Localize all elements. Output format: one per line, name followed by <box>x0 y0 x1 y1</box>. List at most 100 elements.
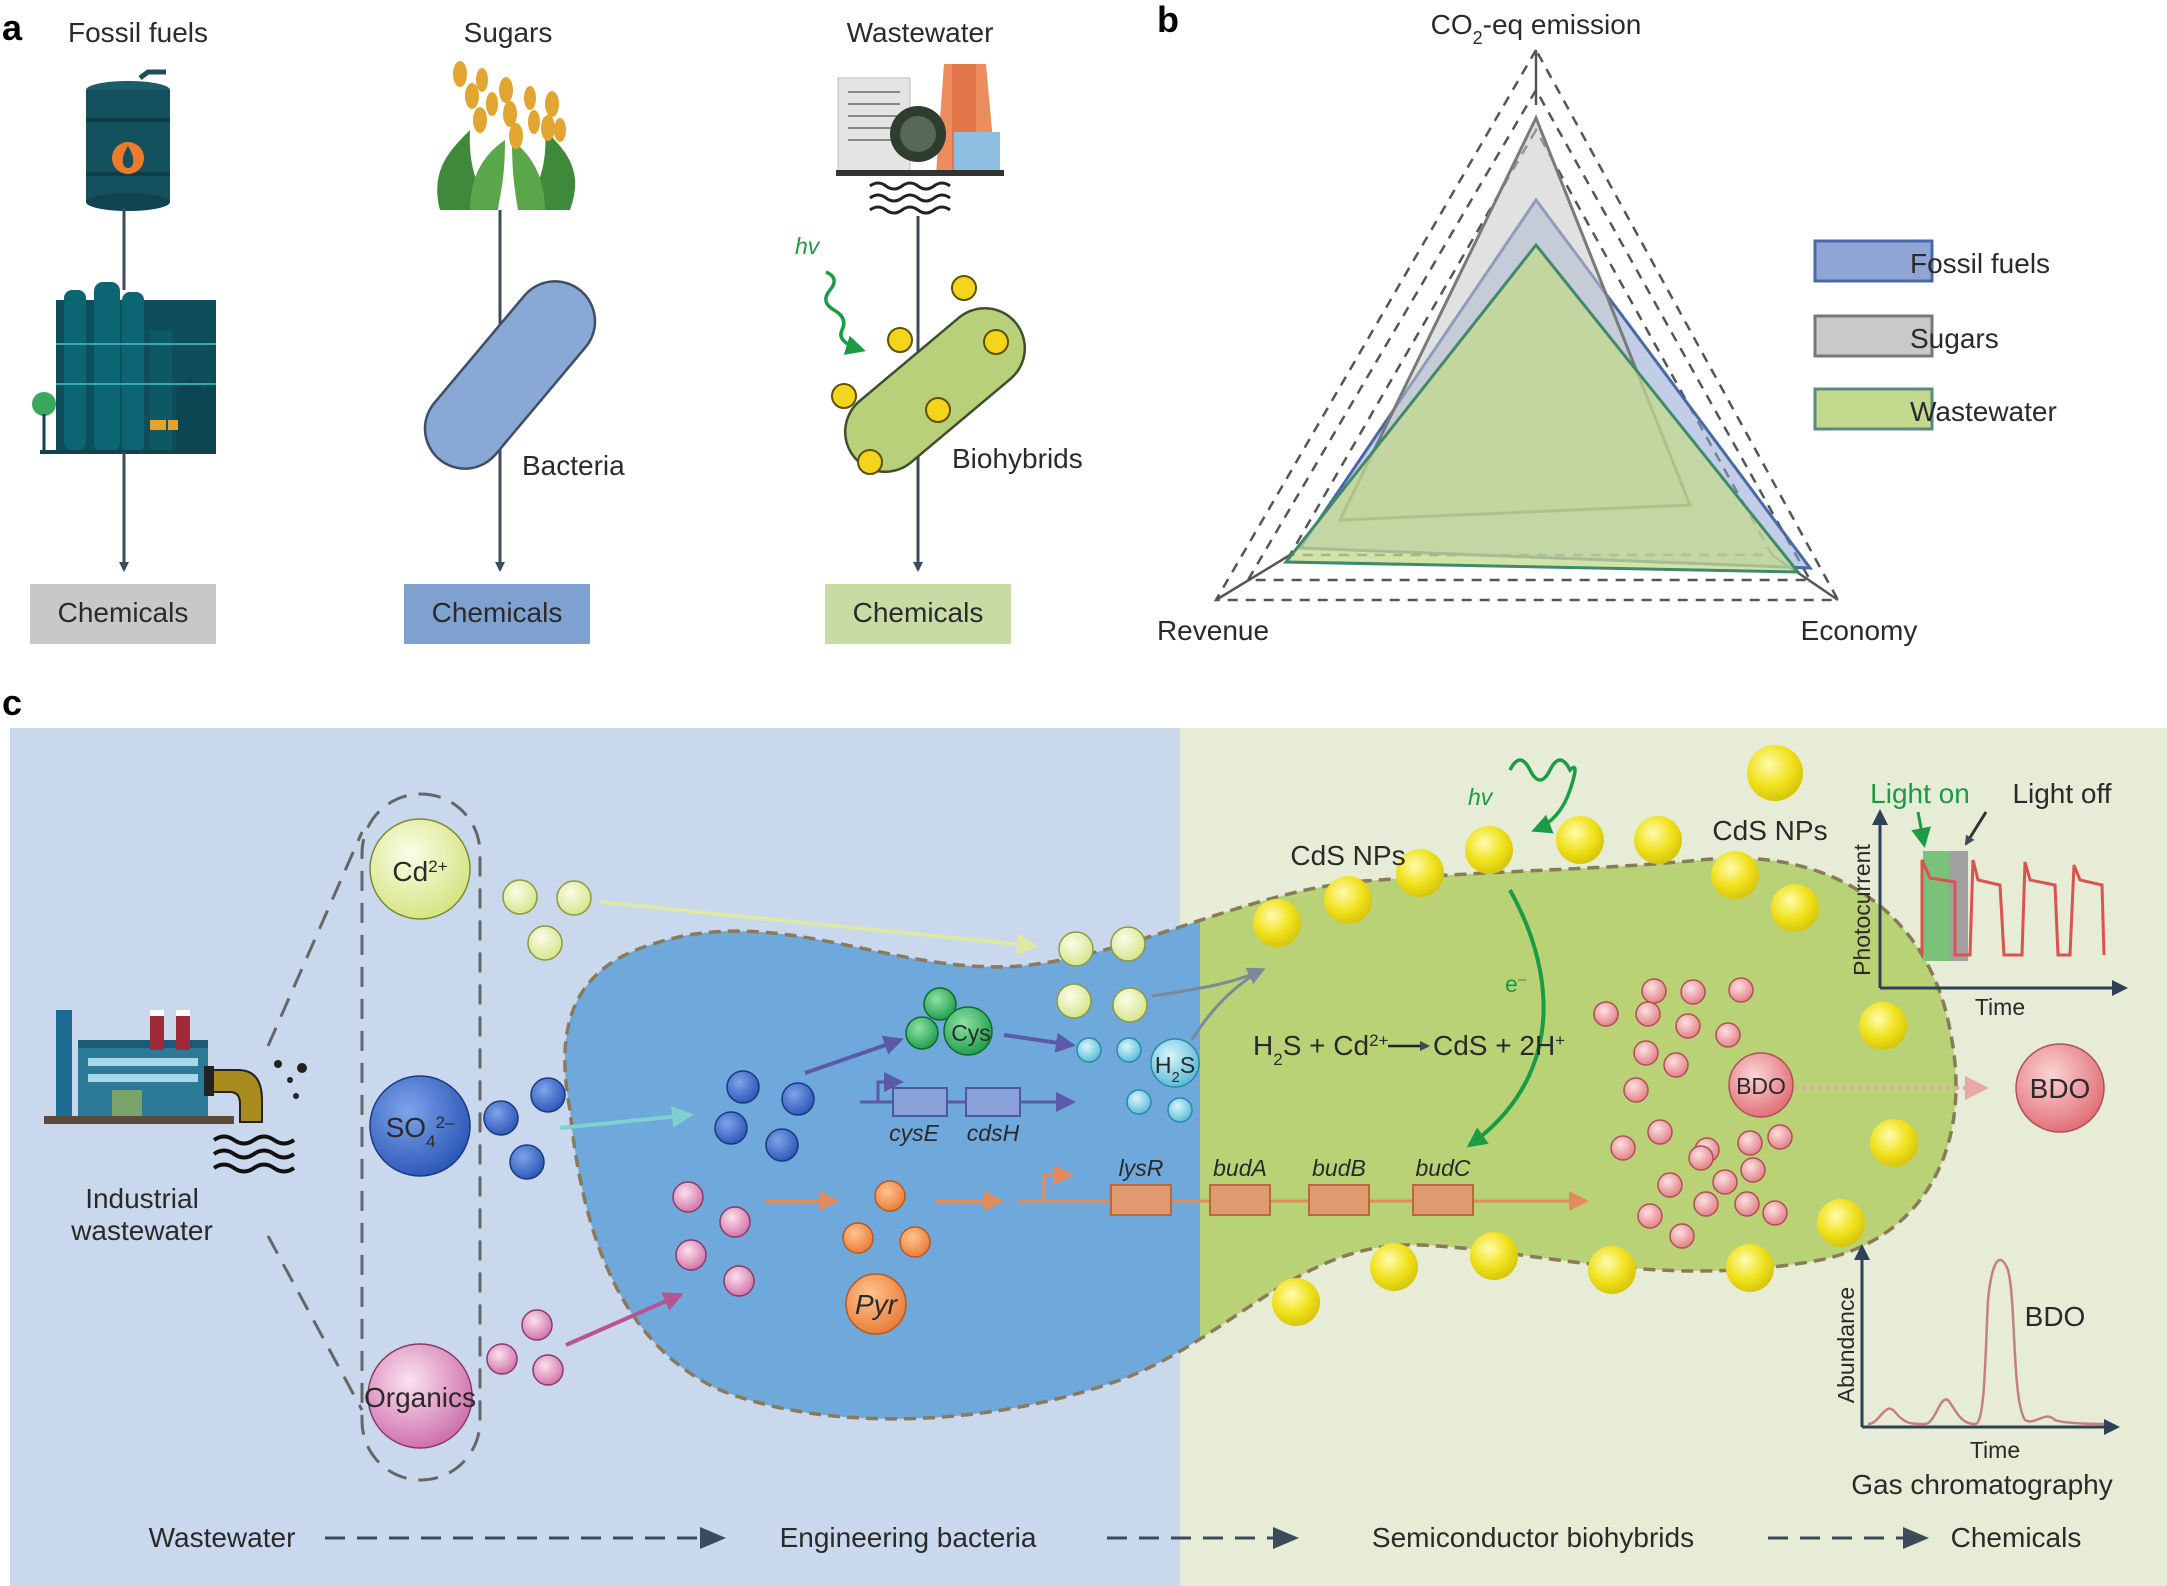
operon-cys <box>860 1072 1076 1117</box>
cys-label: Cys <box>951 1020 991 1046</box>
gene-cdsH: cdsH <box>967 1120 1020 1146</box>
light-off-label: Light off <box>2012 778 2111 809</box>
light-wave-a <box>824 270 866 355</box>
axis-label-economy: Economy <box>1801 615 1918 646</box>
header-wastewater: Wastewater <box>847 17 994 48</box>
flow-step-engineering-bacteria: Engineering bacteria <box>780 1522 1037 1553</box>
photocurrent-trace <box>1920 859 2106 957</box>
radar-series-wastewater <box>1282 242 1802 574</box>
cd-particles-outside <box>502 879 592 961</box>
light-on-pointer <box>1911 811 1931 848</box>
flow-step-chemicals: Chemicals <box>1951 1522 2082 1553</box>
column-fossil-fuels: Fossil fuels <box>30 17 216 644</box>
label-bacteria: Bacteria <box>522 450 625 481</box>
axis-label-top: CO2-eq emission <box>1431 9 1642 48</box>
h2s-to-cds-arrow <box>1190 968 1263 1041</box>
cd-uptake-arrow <box>599 900 1039 956</box>
factory-icon <box>44 1010 307 1174</box>
product-box-sugars <box>404 584 590 644</box>
cds-nanoparticles <box>1253 745 1918 1326</box>
photocurrent-inset: Photocurrent Time Light on Light off <box>1849 778 2128 1020</box>
organics-uptake-arrow <box>565 1292 684 1347</box>
legend-swatch-sugars <box>1813 314 1934 358</box>
h2s-cluster <box>1076 1037 1200 1123</box>
column-sugars: Sugars Bacteria Chemicals <box>404 17 625 644</box>
gene-cysE: cysE <box>889 1120 940 1146</box>
column-wastewater: Wastewater hv <box>795 17 1083 644</box>
bdo-particles <box>1593 977 1793 1249</box>
flow-step-wastewater: Wastewater <box>149 1522 296 1553</box>
bdo-outside-circle <box>2015 1043 2105 1133</box>
light-off-band <box>1949 851 1968 961</box>
cd-ion-circle <box>369 818 471 920</box>
light-on-label: Light on <box>1870 778 1970 809</box>
cys-to-h2s-arrow <box>1003 1032 1076 1053</box>
bdo-outside-label: BDO <box>2030 1073 2091 1104</box>
gc-xlabel: Time <box>1970 1437 2020 1463</box>
header-sugars: Sugars <box>464 17 553 48</box>
gc-inset: Abundance Time BDO Gas chromatography <box>1833 1244 2120 1500</box>
light-label-c: hv <box>1468 784 1494 810</box>
so4-particles-outside <box>483 1077 566 1180</box>
panel-c-letter: c <box>2 682 22 723</box>
label-biohybrids: Biohybrids <box>952 443 1083 474</box>
product-box-fossil-fuels <box>30 584 216 644</box>
gene-lysR: lysR <box>1119 1155 1164 1181</box>
organic-particles-outside <box>486 1309 564 1386</box>
gc-peak-label: BDO <box>2025 1301 2086 1332</box>
operon-bud <box>1018 1165 1589 1216</box>
radar-grid <box>1213 47 1841 602</box>
legend-swatch-wastewater <box>1813 387 1934 431</box>
electron-label: e– <box>1505 971 1527 998</box>
so4-ion-circle <box>369 1075 471 1177</box>
gene-budA: budA <box>1213 1155 1267 1181</box>
cd-ion-label: Cd2+ <box>392 856 447 887</box>
panel-c: c <box>2 682 2167 1586</box>
bacterium-icon <box>423 280 597 470</box>
panel-b-letter: b <box>1157 0 1179 40</box>
sulfate-particles-inside <box>714 1070 815 1162</box>
panel-b: b CO2-eq emission Revenue Economy Fossil… <box>1157 0 2057 646</box>
product-label-wastewater: Chemicals <box>853 597 984 628</box>
gc-caption: Gas chromatography <box>1851 1469 2112 1500</box>
radar-legend: Fossil fuels Sugars Wastewater <box>1813 239 2057 431</box>
so4-ion-label: SO42– <box>386 1112 455 1151</box>
electron-arrow <box>1466 889 1546 1148</box>
gc-ylabel: Abundance <box>1833 1287 1859 1403</box>
flow-bar: Wastewater Engineering bacteria Semicond… <box>149 1522 2082 1553</box>
oil-barrel-icon <box>86 69 170 211</box>
legend-label-wastewater: Wastewater <box>1910 396 2057 427</box>
gene-budC: budC <box>1416 1155 1471 1181</box>
product-box-wastewater <box>825 584 1011 644</box>
cds-np-label-2: CdS NPs <box>1712 815 1827 846</box>
label-industrial-wastewater-1: Industrial <box>85 1183 199 1214</box>
organics-label: Organics <box>364 1382 476 1413</box>
product-label-fossil-fuels: Chemicals <box>58 597 189 628</box>
legend-swatch-fossil-fuels <box>1813 239 1934 283</box>
label-industrial-wastewater-2: wastewater <box>70 1215 213 1246</box>
gc-trace <box>1867 1258 2111 1426</box>
bdo-inside-label: BDO <box>1736 1073 1786 1099</box>
light-label-a: hv <box>795 233 821 259</box>
panel-a: a Fossil fuels <box>2 7 1083 644</box>
cys-cluster <box>905 987 993 1056</box>
photocurrent-ylabel: Photocurrent <box>1849 844 1875 976</box>
cd-particles-inside <box>1056 926 1148 1023</box>
header-fossil-fuels: Fossil fuels <box>68 17 208 48</box>
so4-uptake-arrow <box>559 1105 694 1130</box>
zoom-callout <box>266 792 482 1482</box>
organic-particles-inside <box>672 1181 755 1297</box>
crop-plant-icon <box>437 61 576 210</box>
cd-to-cds-arrow <box>1151 967 1266 998</box>
reaction-right: CdS + 2H+ <box>1433 1030 1565 1061</box>
organics-circle <box>367 1343 473 1449</box>
axis-label-revenue: Revenue <box>1157 615 1269 646</box>
legend-label-sugars: Sugars <box>1910 323 1999 354</box>
light-off-pointer <box>1964 811 1988 846</box>
panel-a-letter: a <box>2 7 23 48</box>
photocurrent-xlabel: Time <box>1975 994 2025 1020</box>
bdo-inside-circle <box>1728 1052 1794 1118</box>
light-wave-c <box>1508 758 1577 834</box>
product-label-sugars: Chemicals <box>432 597 563 628</box>
